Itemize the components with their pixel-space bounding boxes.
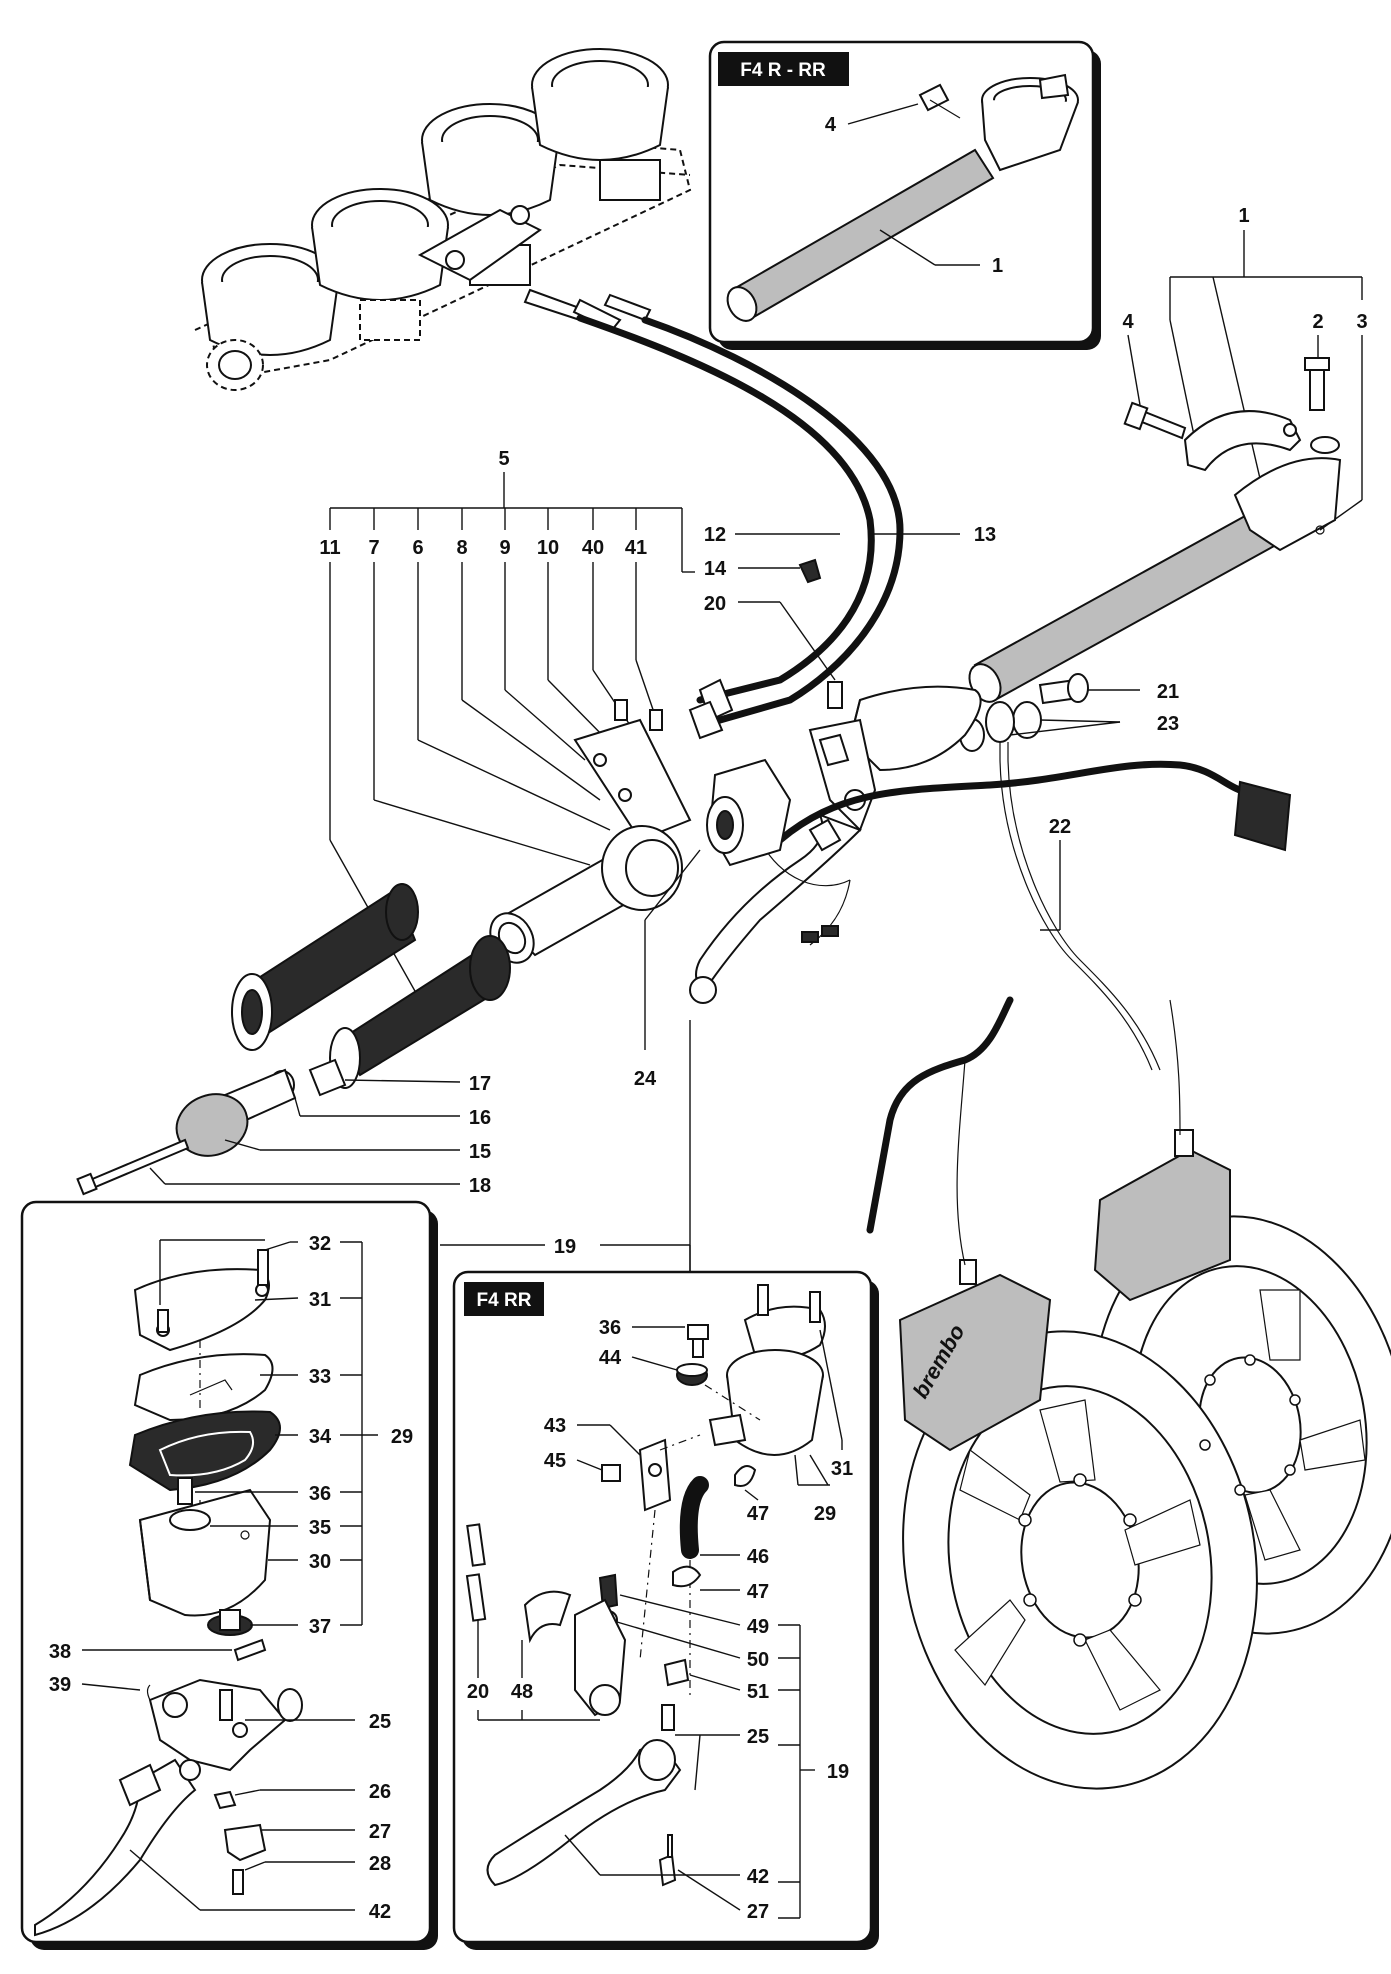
callout-14: 14 (704, 558, 727, 580)
callout-48: 48 (511, 1681, 533, 1703)
switch-housing (573, 699, 792, 867)
callout-20-mid: 20 (467, 1681, 489, 1703)
callout-31-mid: 31 (831, 1458, 853, 1480)
callout-43: 43 (544, 1415, 566, 1437)
callout-24: 23 (1157, 713, 1179, 735)
brake-hose-22 (866, 742, 1161, 1234)
callout-8: 8 (456, 537, 467, 559)
callout-49: 49 (747, 1616, 769, 1638)
callout-27-mid: 27 (747, 1901, 769, 1923)
callout-23: 21 (1157, 681, 1179, 703)
callout-16: 16 (469, 1107, 491, 1129)
panel-f4-rr: F4 RR (452, 1270, 879, 1950)
callout-2: 2 (1312, 311, 1323, 333)
callout-29-mid: 29 (814, 1503, 836, 1525)
callout-46: 46 (747, 1546, 769, 1568)
callout-30: 30 (309, 1551, 331, 1573)
inset-f4-rr-label: F4 RR (477, 1290, 532, 1311)
callout-41: 41 (625, 537, 647, 559)
callout-20: 20 (704, 593, 726, 615)
center-callouts: 12 13 14 20 21 23 22 (704, 524, 1179, 931)
callout-47-b: 47 (747, 1581, 769, 1603)
callout-5: 5 (498, 448, 509, 470)
callout-36-left: 36 (309, 1483, 331, 1505)
callout-35: 35 (309, 1517, 331, 1539)
callout-44: 44 (599, 1347, 622, 1369)
callout-19-mid: 19 (827, 1761, 849, 1783)
callout-36-mid: 36 (599, 1317, 621, 1339)
inset-f4-r-rr: F4 R - RR 4 1 (708, 40, 1101, 350)
callout-7: 7 (368, 537, 379, 559)
callout-42-left: 42 (369, 1901, 391, 1923)
callout-13: 13 (974, 524, 996, 546)
callout-17: 17 (469, 1073, 491, 1095)
callout-33: 33 (309, 1366, 331, 1388)
callout-38: 38 (49, 1641, 71, 1663)
brake-discs-calipers: brembo (898, 999, 1391, 1790)
callout-32: 32 (309, 1233, 331, 1255)
callout-10: 10 (537, 537, 559, 559)
callout-12: 12 (704, 524, 726, 546)
panel-left-master-cylinder: 32 31 33 34 29 36 35 30 37 38 39 25 (20, 1200, 438, 1950)
callout-22: 22 (1049, 816, 1071, 838)
switch-group-callouts: 5 11 7 6 8 9 10 40 41 (319, 448, 695, 1001)
handlebar-right: 1 4 2 3 (968, 205, 1368, 703)
callout-15: 15 (469, 1141, 491, 1163)
grips-and-bar: 17 16 15 18 (76, 825, 683, 1197)
callout-18: 18 (469, 1175, 491, 1197)
callout-1-top: 1 (1238, 205, 1249, 227)
throttle-body-assembly (194, 48, 692, 391)
callout-21-group: 24 (634, 849, 701, 1090)
callout-47-a: 47 (747, 1503, 769, 1525)
callout-6: 6 (412, 537, 423, 559)
inset-f4-r-rr-label: F4 R - RR (740, 60, 826, 81)
callout-37: 37 (309, 1616, 331, 1638)
callout-31-left: 31 (309, 1289, 331, 1311)
callout-25-mid: 25 (747, 1726, 769, 1748)
callout-51: 51 (747, 1681, 769, 1703)
callout-25-left: 25 (369, 1711, 391, 1733)
brake-master-cylinder-main (689, 685, 982, 1004)
callout-42-mid: 42 (747, 1866, 769, 1888)
callout-39: 39 (49, 1674, 71, 1696)
callout-28: 28 (369, 1853, 391, 1875)
callout-21: 24 (634, 1068, 657, 1090)
callout-4-right: 4 (1122, 311, 1134, 333)
callout-3: 3 (1356, 311, 1367, 333)
callout-19-top: 19 (554, 1236, 576, 1258)
callout-27-left: 27 (369, 1821, 391, 1843)
callout-26: 26 (369, 1781, 391, 1803)
callout-50: 50 (747, 1649, 769, 1671)
callout-29-left: 29 (391, 1426, 413, 1448)
callout-40: 40 (582, 537, 604, 559)
callout-4-inset: 4 (825, 114, 837, 136)
callout-34: 34 (309, 1426, 332, 1448)
callout-45: 45 (544, 1450, 566, 1472)
callout-9: 9 (499, 537, 510, 559)
wiring-loom (759, 760, 1292, 946)
throttle-cables (576, 314, 904, 740)
callout-1-inset: 1 (992, 255, 1003, 277)
callout-11: 11 (319, 537, 340, 559)
clip-on-handlebar-inset (726, 73, 1079, 322)
